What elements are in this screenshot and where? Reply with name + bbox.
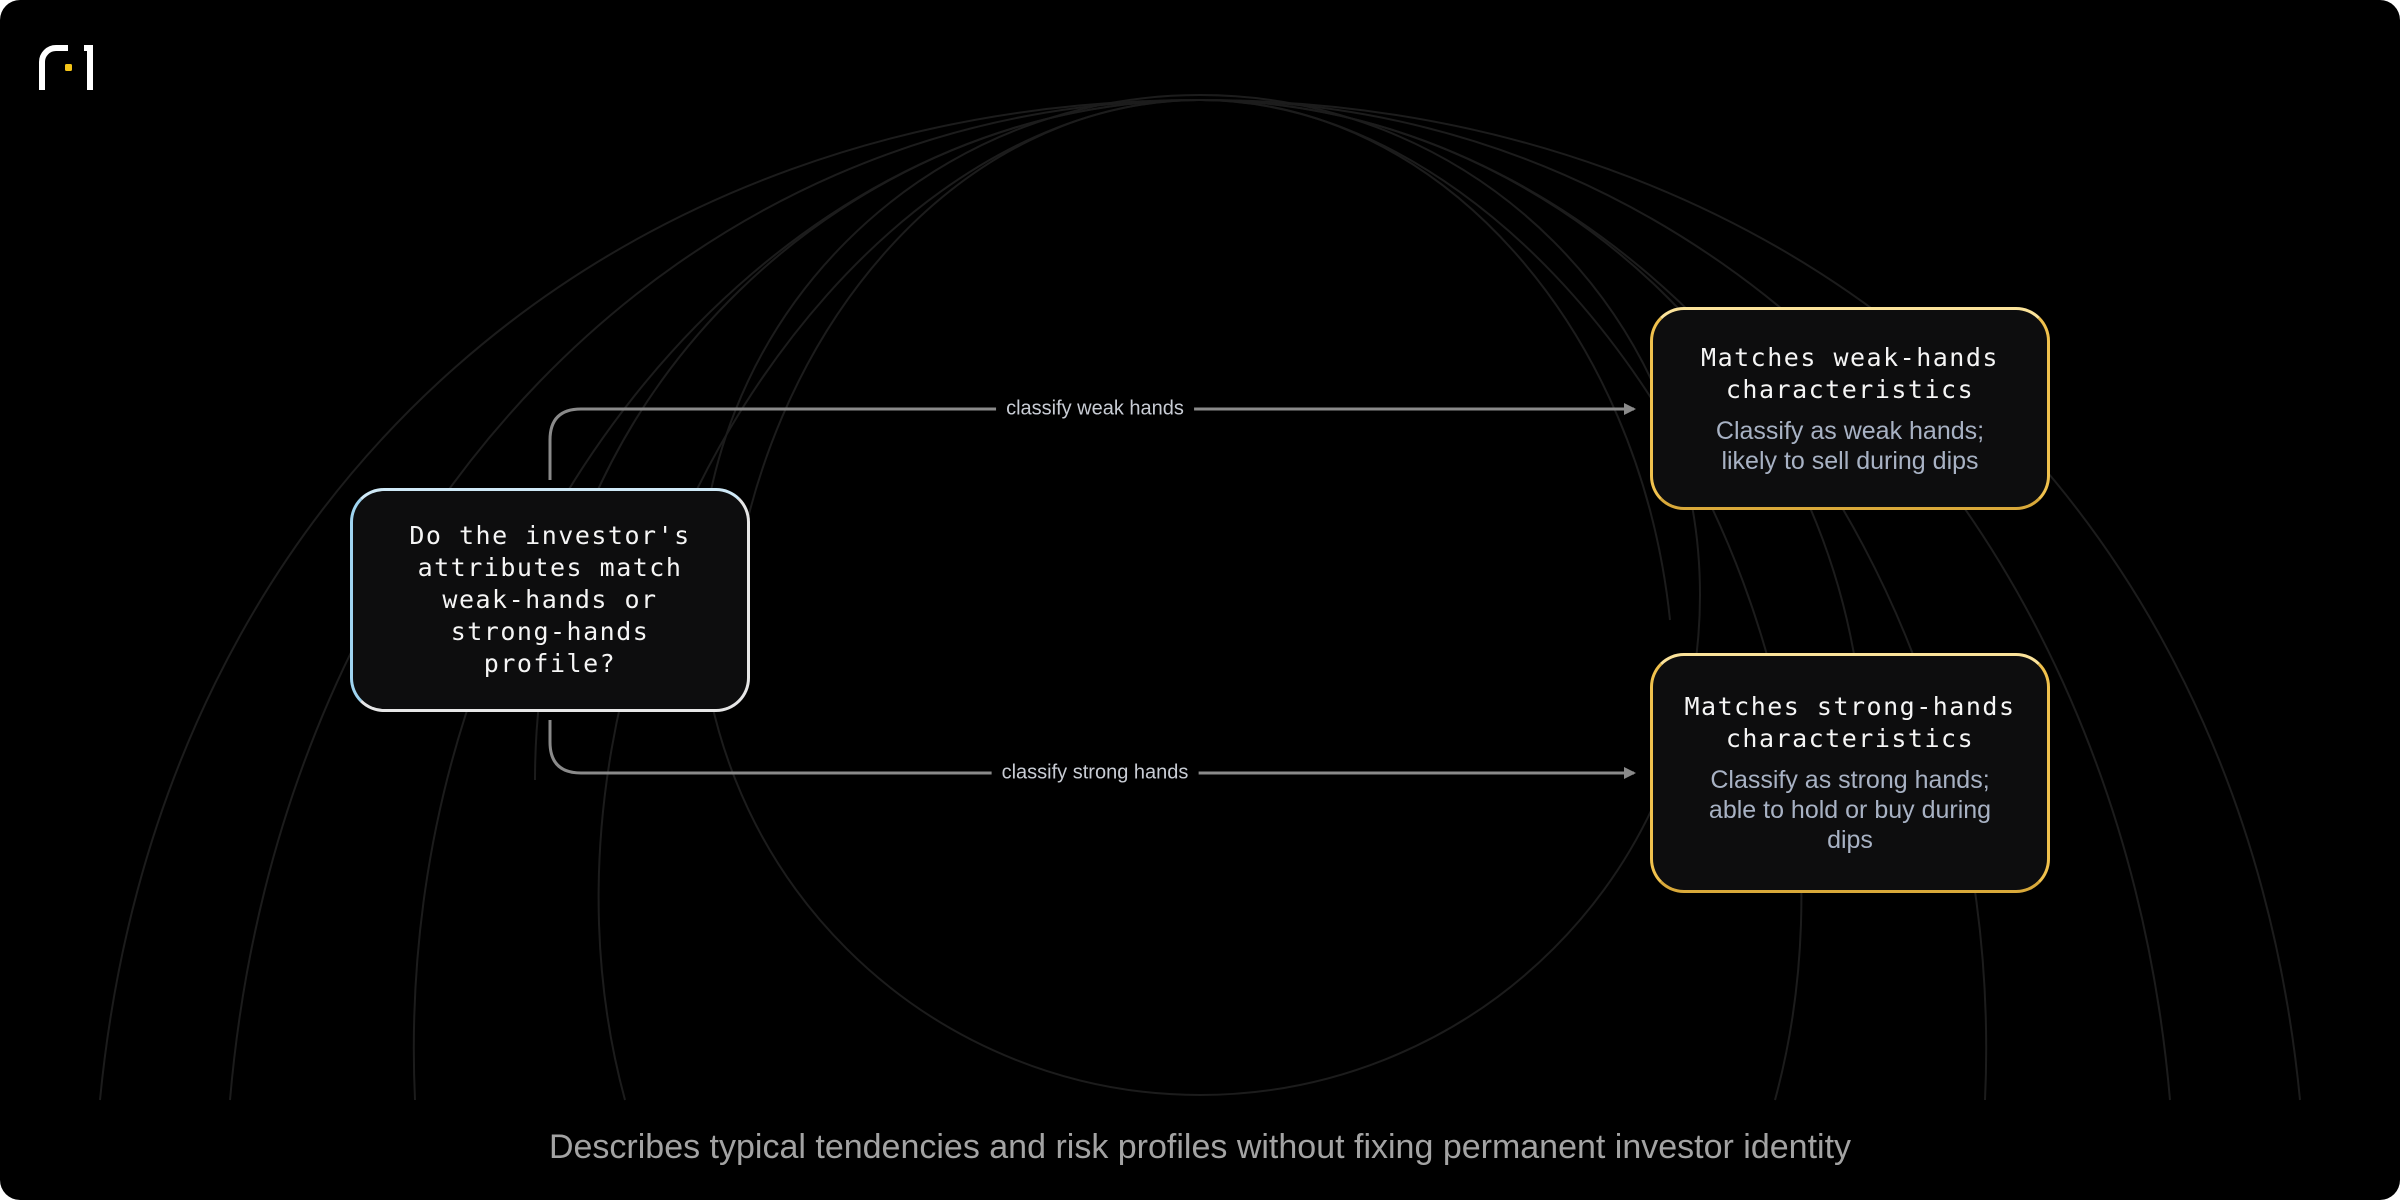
- outcome-node-title: Matches weak-hands characteristics: [1701, 342, 1999, 404]
- edge-strong-hands: [548, 720, 1636, 779]
- edge-label-weak-hands: classify weak hands: [996, 397, 1194, 421]
- outcome-node-description: Classify as strong hands; able to hold o…: [1708, 766, 1992, 854]
- diagram-caption: Describes typical tendencies and risk pr…: [548, 1128, 1852, 1166]
- outcome-node-weak-hands[interactable]: Matches weak-hands characteristics Class…: [1650, 307, 2050, 510]
- background-arc: [729, 98, 1671, 621]
- outcome-node-strong-hands[interactable]: Matches strong-hands characteristics Cla…: [1650, 653, 2050, 893]
- edge-weak-hands: [548, 403, 1636, 480]
- brand-logo-icon: [39, 45, 93, 90]
- decision-node-title: Do the investor's attributes match weak-…: [409, 521, 691, 678]
- outcome-node-title: Matches strong-hands characteristics: [1684, 692, 2016, 753]
- edge-label-strong-hands: classify strong hands: [991, 761, 1199, 785]
- outcome-node-description: Classify as weak hands; likely to sell d…: [1715, 416, 1985, 475]
- decision-node[interactable]: Do the investor's attributes match weak-…: [350, 488, 750, 712]
